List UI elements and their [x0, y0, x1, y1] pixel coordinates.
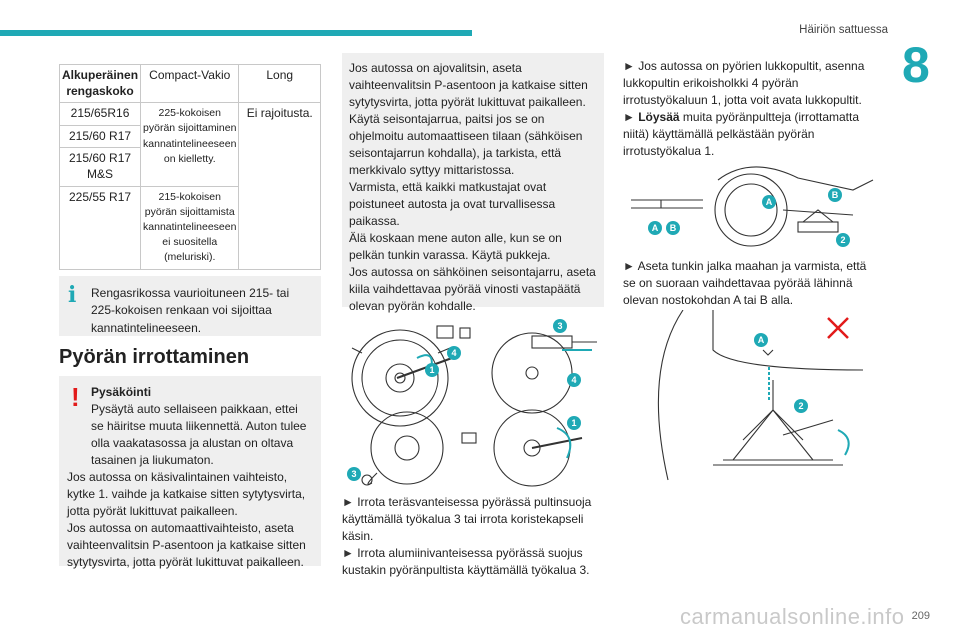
lock-bolt-steps: ► Jos autossa on pyörien lukkopultit, as…	[623, 59, 865, 159]
header-accent-bar	[0, 30, 472, 36]
table-row: 225/55 R17 215-kokoisen pyörän sijoittam…	[58, 185, 321, 270]
callout-2: 2	[798, 401, 803, 411]
warning-paragraph: Pysäytä auto sellaiseen paikkaan, ettei …	[91, 402, 307, 468]
jack-step: Aseta tunkin jalka maahan ja varmista, e…	[623, 259, 867, 308]
callout-a: A	[766, 197, 773, 207]
chapter-number: 8	[902, 37, 930, 93]
safety-note: Älä koskaan mene auton alle, kun se on p…	[349, 231, 562, 263]
alloy-rim-step: Irrota alumiinivanteisessa pyörässä suoj…	[342, 546, 590, 578]
page-number: 209	[911, 610, 930, 622]
callout-3: 3	[351, 469, 356, 479]
section-title: Pyörän irrottaminen	[59, 346, 250, 368]
warning-title: Pysäköinti	[91, 385, 152, 399]
tyre-size-table: Alkuperäinen rengaskoko Compact-Vakio Lo…	[58, 63, 321, 270]
jack-points-illustration: A B A B 2	[631, 166, 874, 247]
warning-box: ! Pysäköinti Pysäytä auto sellaiseen pai…	[59, 376, 321, 569]
safety-note: Käytä seisontajarrua, paitsi jos se on o…	[349, 112, 583, 178]
wheel-tools-illustration: 4 1 3 4 3 1	[347, 319, 597, 487]
callout-3: 3	[557, 321, 562, 331]
table-header-long: Long	[238, 63, 321, 104]
tyre-size-cell: 215/60 R17	[58, 124, 142, 149]
callout-1: 1	[571, 418, 576, 428]
callout-4: 4	[451, 348, 456, 358]
safety-note: Varmista, että kaikki matkustajat ovat p…	[349, 180, 556, 229]
lock-bolt-step: Jos autossa on pyörien lukkopultit, asen…	[623, 59, 865, 108]
safety-note: Jos autossa on ajovalitsin, aseta vaihte…	[349, 61, 588, 110]
jack-placement-illustration: A 2	[657, 310, 864, 481]
table-row: 215/60 R17	[58, 124, 321, 149]
table-row: 215/65R16 225-kokoisen pyörän sijoittami…	[58, 102, 321, 270]
table-header-row: Alkuperäinen rengaskoko Compact-Vakio Lo…	[58, 63, 321, 104]
safety-note: Jos autossa on sähköinen seisontajarru, …	[349, 265, 596, 314]
table-header-compact: Compact-Vakio	[140, 63, 240, 104]
safety-notes-box: Jos autossa on ajovalitsin, aseta vaihte…	[342, 53, 604, 313]
info-note-text: Rengasrikossa vaurioituneen 215- tai 225…	[91, 286, 290, 335]
info-icon: i	[68, 282, 77, 308]
tyre-size-cell: 215/60 R17 M&S	[58, 147, 142, 187]
callout-4: 4	[571, 375, 576, 385]
callout-a: A	[652, 223, 659, 233]
table-header-original: Alkuperäinen rengaskoko	[58, 63, 142, 104]
long-restriction-cell: Ei rajoitusta.	[238, 102, 321, 270]
warning-paragraph: Jos autossa on automaattivaihteisto, ase…	[67, 521, 306, 570]
page-header-title: Häiriön sattuessa	[799, 24, 888, 36]
loosen-label: Löysää	[638, 110, 680, 125]
info-note-box: i Rengasrikossa vaurioituneen 215- tai 2…	[59, 276, 321, 336]
callout-2: 2	[840, 235, 845, 245]
compact-restriction-cell: 215-kokoisen pyörän sijoittamista kannat…	[140, 185, 240, 270]
jack-step-text: ► Aseta tunkin jalka maahan ja varmista,…	[623, 259, 867, 308]
tool-steps: ► Irrota teräsvanteisessa pyörässä pulti…	[342, 495, 592, 578]
steel-rim-step: Irrota teräsvanteisessa pyörässä pultins…	[342, 495, 592, 544]
warning-paragraph: Jos autossa on käsivalintainen vaihteist…	[67, 470, 306, 519]
callout-1: 1	[429, 365, 434, 375]
compact-restriction-cell: 225-kokoisen pyörän sijoittaminen kannat…	[140, 102, 240, 187]
tyre-size-cell: 225/55 R17	[58, 185, 142, 270]
watermark: carmanualsonline.info	[680, 604, 905, 629]
loosen-step: muita pyöränpultteja (irrottamatta niitä…	[623, 110, 860, 159]
callout-a: A	[758, 335, 765, 345]
tyre-size-cell: 215/65R16	[58, 102, 142, 126]
table-row: 215/60 R17 M&S	[58, 147, 321, 187]
callout-b: B	[832, 190, 839, 200]
warning-exclamation-icon: !	[71, 382, 80, 412]
callout-b: B	[670, 223, 677, 233]
